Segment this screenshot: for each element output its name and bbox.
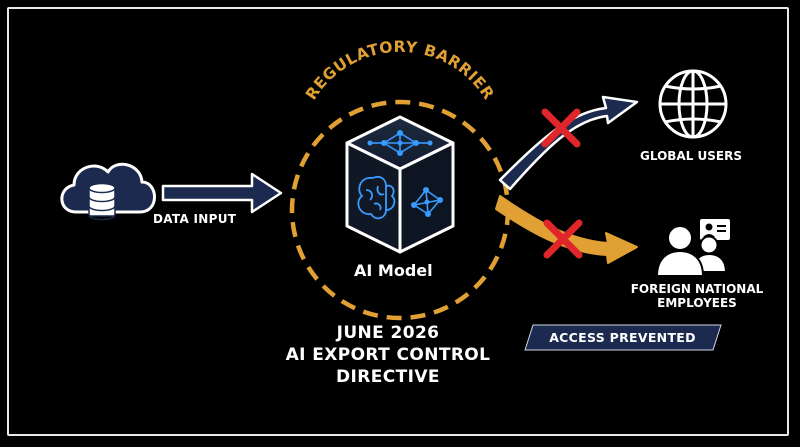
global-users-arrow (498, 95, 639, 191)
directive-line2: AI EXPORT CONTROL (285, 345, 491, 365)
people-with-id-badge-icon (655, 219, 730, 277)
barrier-label: REGULATORY BARRIER (302, 38, 498, 103)
globe-icon (658, 69, 728, 139)
global-users-label: GLOBAL USERS (640, 149, 742, 163)
red-x-icon (543, 219, 583, 259)
employees-arrow (495, 195, 638, 264)
directive-title: JUNE 2026 AI EXPORT CONTROL DIRECTIVE (268, 322, 508, 388)
cloud-database-icon (60, 162, 156, 221)
access-prevented-label: ACCESS PREVENTED (549, 330, 696, 345)
outer-frame (7, 7, 789, 436)
data-input-label: DATA INPUT (153, 212, 237, 226)
directive-line1: JUNE 2026 (336, 323, 440, 343)
foreign-employees-line2: EMPLOYEES (657, 296, 737, 310)
neural-network-cube-icon (345, 115, 455, 254)
foreign-employees-line1: FOREIGN NATIONAL (630, 282, 764, 296)
access-prevented-banner (524, 324, 722, 351)
foreign-employees-label: FOREIGN NATIONAL EMPLOYEES (612, 282, 782, 310)
data-input-arrow (161, 172, 283, 214)
ai-model-label: AI Model (354, 261, 433, 280)
red-x-icon (541, 108, 581, 148)
access-prevented-badge: ACCESS PREVENTED (525, 326, 720, 350)
directive-line3: DIRECTIVE (336, 367, 440, 387)
